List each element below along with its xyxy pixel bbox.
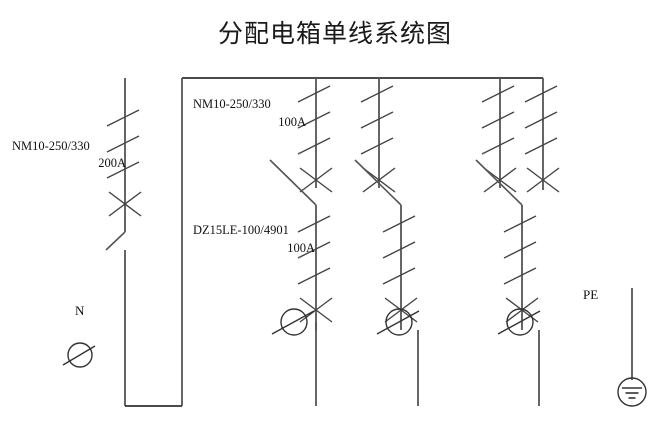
branch-3-branch-breaker [503,215,539,323]
branch-1-meter-symbol [271,308,315,336]
branch-circuit-4 [524,78,560,193]
branch-circuit-3 [475,78,541,406]
branch-2-feeder-breaker [360,85,396,193]
page-title: 分配电箱单线系统图 [217,19,452,48]
busbar-group [125,77,543,407]
neutral-label: N [75,303,85,318]
branch-1-feeder-breaker [297,85,333,193]
feeder-breaker-rating-label: 100A [278,115,306,129]
main-switch-blade [105,231,126,251]
branch-4-feeder-breaker [524,85,560,193]
feeder-breaker-type-label: NM10-250/330 [193,97,271,111]
branch-1-switch-blade [269,159,317,206]
branch-breaker-type-label: DZ15LE-100/4901 [193,223,289,237]
branch-circuit-1 [269,78,333,406]
branch-2-branch-breaker [382,215,418,323]
main-breaker-rating-label: 200A [98,156,126,170]
main-incoming-circuit [105,78,142,406]
branch-1-branch-breaker [297,215,333,323]
branch-3-switch-blade [475,159,523,206]
main-breaker-type-label: NM10-250/330 [12,139,90,153]
protective-earth-label: PE [583,287,599,302]
earth-ground-icon [617,377,647,407]
branch-breaker-rating-label: 100A [287,241,315,255]
neutral-symbol [62,342,96,368]
branch-2-switch-blade [354,159,402,206]
branch-circuit-2 [354,78,420,406]
branch-3-feeder-breaker [481,85,517,193]
protective-earth-circuit [617,288,647,407]
